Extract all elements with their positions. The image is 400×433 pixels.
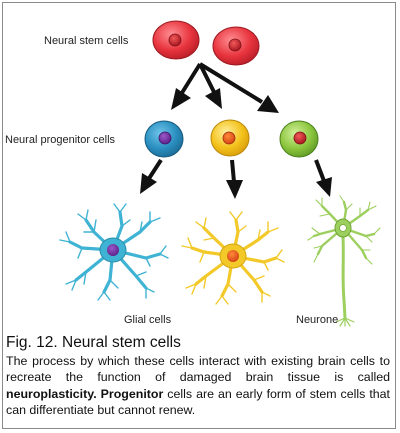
progenitor-cell-yellow	[210, 119, 250, 157]
progenitor-cell-green	[279, 120, 319, 158]
stem-cell-1	[152, 20, 200, 60]
glial-cell-yellow	[181, 211, 285, 305]
differentiation-arrows	[171, 62, 279, 113]
figure-description: The process by which these cells interac…	[6, 353, 390, 419]
figure-caption: Fig. 12. Neural stem cells The process b…	[6, 333, 390, 419]
stem-cell-2	[212, 26, 260, 66]
glial-cell-blue	[59, 203, 169, 301]
neurone-label: Neurone	[296, 314, 338, 326]
glial-cells-label: Glial cells	[124, 314, 172, 326]
progenitor-cells-label: Neural progenitor cells	[5, 134, 116, 146]
caption-text-3: cells are an early form of stem cells th…	[6, 386, 390, 418]
caption-term-progenitor: Progenitor	[100, 386, 164, 401]
caption-text-1: The process by which these cells interac…	[6, 354, 390, 385]
figure-title: Fig. 12. Neural stem cells	[6, 334, 181, 351]
stem-cell-diagram: Neural stem cells Neural progenitor cell…	[5, 20, 381, 327]
progenitor-cell-blue	[144, 120, 184, 158]
maturation-arrows	[140, 158, 332, 199]
caption-term-neuroplasticity: neuroplasticity.	[6, 386, 97, 401]
stem-cells-label: Neural stem cells	[44, 35, 129, 47]
neurone	[307, 195, 381, 327]
